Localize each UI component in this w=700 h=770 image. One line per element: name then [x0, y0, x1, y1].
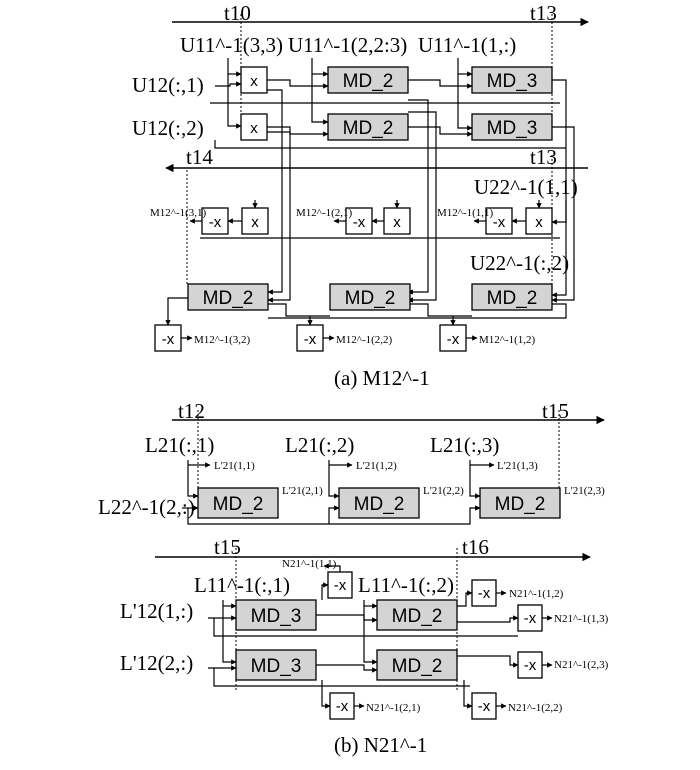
input-u22-11: U22^-1(1,1): [474, 175, 578, 199]
input-u11-33: U11^-1(3,3): [180, 33, 283, 57]
md2-label-b11: MD_2: [213, 494, 264, 515]
neg-label-a52: -x: [304, 331, 317, 348]
neg-label-b23: -x: [524, 610, 537, 627]
time-label-t16: t16: [462, 535, 489, 559]
out-m12-22: M12^-1(2,2): [336, 334, 393, 346]
panel-a: t10 t13 t14 t13 U11^-1(3,3) U11^-1(2,2:3…: [132, 1, 589, 390]
neg-label-b21: -x: [334, 577, 347, 594]
md2-label-b13: MD_2: [495, 494, 546, 515]
wires-b1: [182, 460, 495, 525]
md2-block-b11: [197, 487, 279, 519]
mult-label-a2: x: [250, 120, 258, 137]
caption-b: (b) N21^-1: [334, 733, 427, 757]
time-label-t12: t12: [178, 399, 205, 423]
input-l12-row1: L'12(1,:): [120, 599, 193, 623]
md2-label-b24: MD_2: [392, 656, 443, 677]
time-label-t15: t15: [542, 399, 569, 423]
md3-block-a2: [471, 113, 553, 141]
input-u22-col2: U22^-1(:,2): [470, 251, 569, 275]
out-l21-21: L'21(2,1): [282, 485, 323, 497]
out-l21-23: L'21(2,3): [564, 485, 605, 497]
out-n21-23: N21^-1(2,3): [554, 659, 609, 671]
out-n21-22: N21^-1(2,2): [508, 702, 563, 714]
out-n21-21: N21^-1(2,1): [366, 702, 421, 714]
md2-block-a41: [187, 283, 269, 311]
out-l21-11: L'21(1,1): [214, 460, 255, 472]
input-l11-col1: L11^-1(:,1): [194, 573, 290, 597]
md2-label-a43: MD_2: [487, 288, 538, 309]
neg-label-a31: -x: [209, 214, 222, 231]
input-l21-col2: L21(:,2): [285, 433, 354, 457]
out-n21-11: N21^-1(1,1): [282, 558, 337, 570]
md2-label-a41: MD_2: [203, 288, 254, 309]
out-m12-21: M12^-1(2,1): [296, 207, 353, 219]
wires-a-top: [210, 58, 575, 303]
neg-block-a52: [296, 324, 324, 352]
neg-label-a53: -x: [447, 331, 460, 348]
md2-block-b22: [376, 599, 458, 631]
time-label-t10: t10: [224, 1, 251, 25]
out-l21-13: L'21(1,3): [497, 460, 538, 472]
md2-block-a43: [471, 283, 553, 311]
md2-block-b12: [338, 487, 420, 519]
neg-label-a33: -x: [493, 214, 506, 231]
md3-block-a1: [471, 66, 553, 94]
out-m12-32: M12^-1(3,2): [194, 334, 251, 346]
wires-a-bottom: [165, 297, 567, 341]
neg-label-a51: -x: [162, 331, 175, 348]
out-n21-13: N21^-1(1,3): [554, 613, 609, 625]
mult-label-a1: x: [250, 73, 258, 90]
md2-label-b12: MD_2: [354, 494, 405, 515]
neg-label-a32: -x: [353, 214, 366, 231]
md3-label-a1: MD_3: [487, 71, 538, 92]
md3-label-a2: MD_3: [487, 118, 538, 139]
md2-label-b22: MD_2: [392, 606, 443, 627]
input-l22-row2: L22^-1(2,:): [98, 495, 195, 519]
md3-block-b23: [235, 649, 317, 681]
out-m12-11: M12^-1(1,1): [437, 207, 494, 219]
out-l21-22: L'21(2,2): [423, 485, 464, 497]
input-l12-row2: L'12(2,:): [120, 651, 193, 675]
out-m12-31: M12^-1(3,1): [150, 207, 207, 219]
md2-label-a1: MD_2: [343, 71, 394, 92]
input-u11-22-3: U11^-1(2,2:3): [288, 33, 407, 57]
row3-a: -x x -x x -x x M12^-1(3,1) M12^-1(2,1) M…: [150, 200, 567, 239]
input-l21-col3: L21(:,3): [430, 433, 499, 457]
md2-block-a42: [329, 283, 411, 311]
panel-b2: t15 t16 L11^-1(:,1) L11^-1(:,2) L'12(1,:…: [120, 535, 609, 757]
input-l21-col1: L21(:,1): [145, 433, 214, 457]
time-label-t13: t13: [530, 1, 557, 25]
mult-label-a32: x: [393, 214, 401, 231]
mult-label-a33: x: [535, 214, 543, 231]
md3-label-b21: MD_3: [251, 606, 302, 627]
caption-a: (a) M12^-1: [334, 366, 430, 390]
md2-block-a1: [327, 66, 409, 94]
input-u12-col2: U12(:,2): [132, 116, 204, 140]
out-n21-12: N21^-1(1,2): [509, 588, 564, 600]
out-m12-12: M12^-1(1,2): [479, 334, 536, 346]
wires-b2: [208, 563, 553, 709]
md2-label-a2: MD_2: [343, 118, 394, 139]
time-label-t15b: t15: [214, 535, 241, 559]
neg-label-b26: -x: [478, 698, 491, 715]
input-l11-col2: L11^-1(:,2): [358, 573, 454, 597]
input-u12-col1: U12(:,1): [132, 73, 204, 97]
md3-block-b21: [235, 599, 317, 631]
input-u11-1: U11^-1(1,:): [418, 33, 516, 57]
neg-label-b24: -x: [524, 657, 537, 674]
time-label-t14: t14: [186, 145, 213, 169]
out-l21-12: L'21(1,2): [356, 460, 397, 472]
neg-label-b25: -x: [336, 698, 349, 715]
neg-label-b22: -x: [478, 585, 491, 602]
md2-block-b24: [376, 649, 458, 681]
md3-label-b23: MD_3: [251, 656, 302, 677]
md2-label-a42: MD_2: [345, 288, 396, 309]
mult-label-a31: x: [251, 214, 259, 231]
md2-block-a2: [327, 113, 409, 141]
md2-block-b13: [479, 487, 561, 519]
panel-b1: t12 t15 L21(:,1) L21(:,2) L21(:,3) L'21(…: [98, 399, 605, 525]
